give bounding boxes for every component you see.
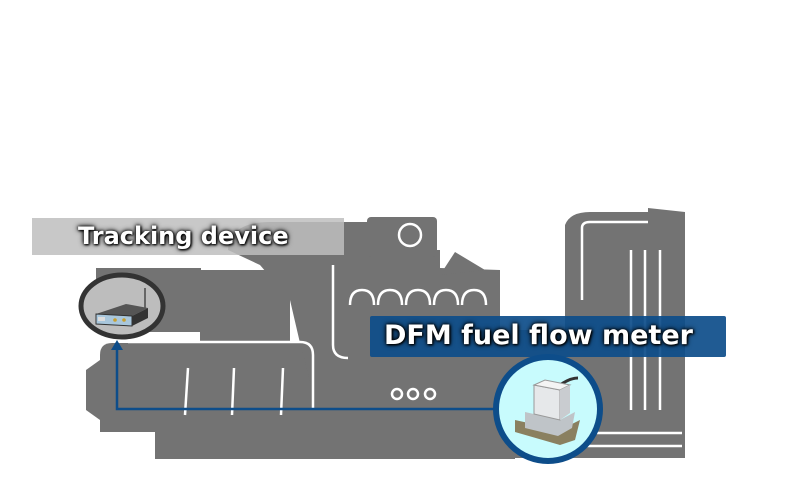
fuel-flow-meter-icon: [493, 354, 603, 464]
fuel-flow-meter-label: DFM fuel flow meter: [370, 316, 726, 357]
tracking-device-label: Tracking device: [32, 218, 344, 255]
tracking-device-icon: [78, 272, 166, 340]
fuel-flow-meter-text: DFM fuel flow meter: [384, 320, 693, 351]
tracking-device-text: Tracking device: [78, 222, 289, 250]
connection-arrow-icon: [111, 340, 500, 411]
